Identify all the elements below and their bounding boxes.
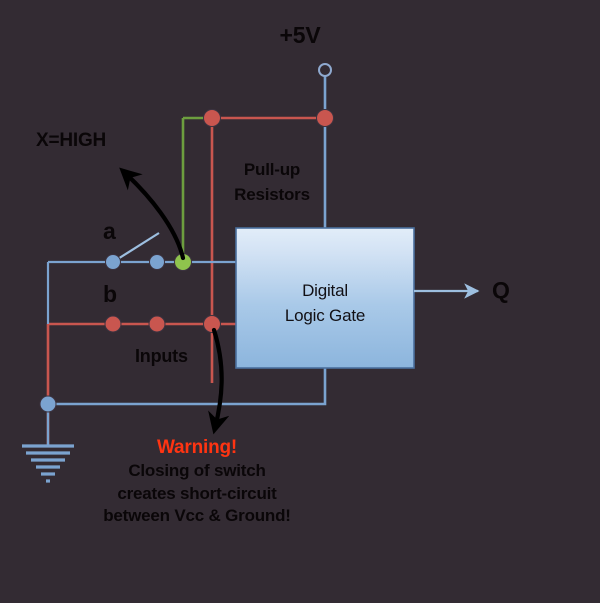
inputs-label: Inputs	[135, 346, 188, 366]
input-b-label: b	[103, 281, 117, 307]
pullup-label-line1: Pull-up	[243, 160, 301, 179]
warning-line-1: Closing of switch	[128, 461, 266, 480]
node-b-junction[interactable]	[203, 315, 221, 333]
annotation-arrow-x-high	[119, 167, 186, 261]
switch-b-contact-node[interactable]	[148, 315, 166, 333]
warning-title: Warning!	[156, 437, 238, 458]
gate-box-label: Digital Logic Gate	[285, 278, 365, 328]
annotation-arrow-warning	[208, 327, 230, 435]
pullup-label-line2: Resistors	[234, 185, 310, 204]
pullup-node-right[interactable]	[316, 109, 334, 127]
switch-a-lever[interactable]	[112, 232, 160, 263]
pullup-node-left[interactable]	[203, 109, 221, 127]
supply-voltage-label: +5V	[279, 22, 321, 48]
gate-label-line1: Digital	[302, 281, 348, 300]
x-high-label: X=HIGH	[36, 130, 107, 151]
warning-line-2: creates short-circuit	[117, 483, 277, 503]
input-a-label: a	[103, 218, 116, 244]
ground-return-wire	[48, 368, 327, 406]
warning-body: Closing of switch creates short-circuit …	[103, 460, 291, 528]
pullup-resistors-label: Pull-up Resistors	[234, 157, 310, 207]
switch-b-pivot-node[interactable]	[104, 315, 122, 333]
ground-symbol	[22, 444, 74, 483]
gate-label-line2: Logic Gate	[284, 306, 366, 325]
warning-line-3: between Vcc & Ground!	[103, 506, 291, 525]
switch-a-pivot-node[interactable]	[105, 254, 121, 270]
switch-a-contact-node[interactable]	[149, 254, 165, 270]
supply-terminal-circle	[318, 63, 332, 77]
digital-logic-gate-box	[235, 227, 415, 369]
ground-junction-node[interactable]	[39, 395, 57, 413]
output-q-label: Q	[492, 277, 510, 303]
